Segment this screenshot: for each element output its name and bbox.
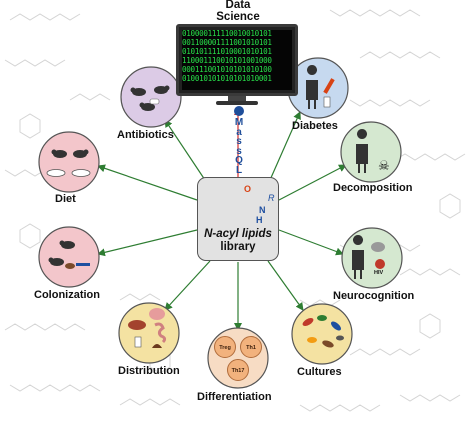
background-molecule-pattern [4,9,466,412]
data-science-title: Data Science [216,0,260,23]
bacteria-icon [302,318,314,326]
formula-O: O [244,184,252,194]
node-circle [291,303,353,365]
massql-label: M a s s Q L [234,117,244,176]
arrow-to-diabetes [269,111,301,181]
center-title-line1: N-acyl lipids [204,228,272,240]
vial-icon [323,96,331,108]
label-colonization: Colonization [34,289,100,301]
virus-icon [375,259,385,269]
binary-row: 010010101010101010001 [182,73,272,83]
arrow-to-neurocognition [278,229,344,256]
bacteria-icon [317,315,327,321]
bacteria-icon [331,321,341,331]
bacteria-icon [336,335,344,341]
vial-icon [134,336,142,348]
tcell-th1: Th1 [240,336,262,358]
liver-icon [128,320,146,330]
node-circle [340,121,402,183]
node-circle [38,226,100,288]
label-neurocognition: Neurocognition [333,290,415,302]
tcell-th17: Th17 [227,359,249,381]
bacteria-icon [307,337,317,343]
node-circle [118,302,180,364]
label-decomposition: Decomposition [333,182,413,194]
node-cultures [291,303,353,365]
arrow-to-colonization [97,229,198,257]
binary-row: 010101111010001010101 [182,46,272,56]
hiv-label: HIV [374,270,384,276]
brain-icon [149,308,165,320]
formula-H: H [256,215,263,225]
arrow-to-cultures [267,260,304,311]
label-distribution: Distribution [118,365,180,377]
label-diabetes: Diabetes [292,120,338,132]
binary-row: 000111001010101010100 [182,64,272,74]
skull-icon: ☠ [378,158,390,173]
arrow-to-distribution [164,260,211,311]
massql-logo-icon [234,106,244,116]
node-distribution [118,302,180,364]
formula-N: N [259,205,266,215]
label-diet: Diet [55,193,76,205]
insulin-pen-icon [323,78,335,94]
bacteria-icon [322,340,334,348]
node-decomposition: ☠ [340,121,402,183]
label-differentiation: Differentiation [197,391,272,403]
arrow-to-decomposition [278,164,347,201]
arrows [97,107,347,331]
syringe-icon [76,263,90,266]
node-colonization [38,226,100,288]
arrow-to-antibiotics [164,119,206,181]
pill-icon [149,98,160,105]
label-antibiotics: Antibiotics [117,129,174,141]
intestine-icon [154,322,167,344]
binary-row: 001100001111001010101 [182,37,272,47]
human-figure-icon [306,65,318,109]
tcell-treg: Treg [214,336,236,358]
node-circle [341,227,403,289]
human-figure-icon [356,129,368,173]
monitor: 010000111110010010101 001100001111001010… [176,24,298,96]
node-antibiotics [120,66,182,128]
monitor-base [216,101,258,105]
brain-icon [371,242,385,252]
node-neurocognition [341,227,403,289]
center-title-line2: library [220,241,256,253]
human-figure-icon [352,235,364,279]
mouse-icon [48,240,75,266]
food-dish-icon [46,169,91,177]
bacteria-icon [65,263,75,269]
monitor-stand [228,96,246,102]
node-circle [120,66,182,128]
mouse-icon [130,85,170,111]
binary-row: 010000111110010010101 [182,30,272,38]
node-diet [38,131,100,193]
binary-row: 110001110010101001000 [182,55,272,65]
binary-screen: 010000111110010010101 001100001111001010… [182,30,292,90]
formula-R: R [268,193,275,203]
arrow-to-diet [97,164,198,201]
feces-icon [152,344,162,348]
node-diabetes [287,57,349,119]
label-cultures: Cultures [297,366,342,378]
center-library-box: O N H R N-acyl lipids library [197,177,279,261]
mouse-icon [51,149,89,158]
node-circle [38,131,100,193]
